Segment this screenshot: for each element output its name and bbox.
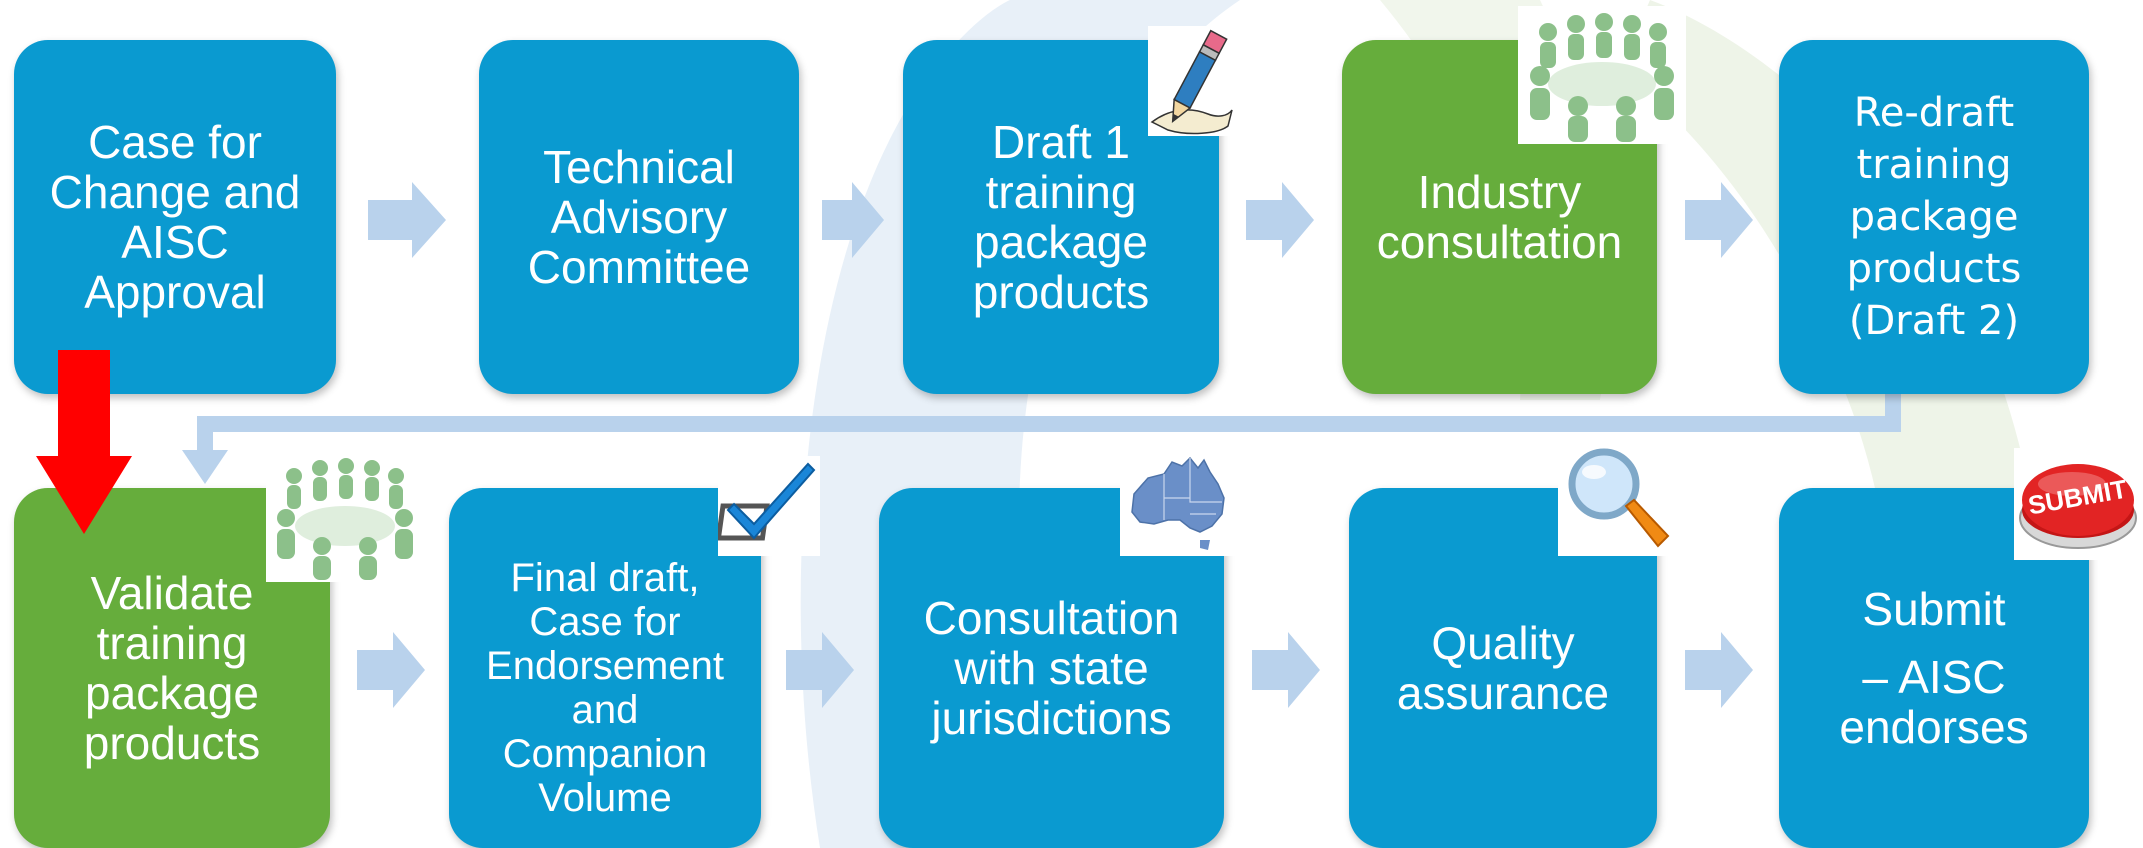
step-label: Re-draft training package products (Draf…	[1846, 90, 2022, 344]
step-label: Industry consultation	[1376, 166, 1623, 268]
australia-map-icon	[1120, 448, 1238, 556]
step-label: Quality assurance	[1396, 617, 1610, 719]
red-down-arrow	[36, 350, 132, 534]
step-label: Technical Advisory Committee	[527, 141, 751, 293]
step-redraft: Re-draft training package products (Draf…	[1779, 40, 2089, 394]
magnifying-glass-icon	[1558, 440, 1674, 556]
flow-arrow	[357, 632, 425, 708]
step-label-submit: Submit	[1862, 583, 2006, 635]
step-label: Draft 1 training package products	[972, 116, 1150, 318]
flow-arrow	[786, 632, 854, 708]
meeting-group-icon	[1518, 6, 1686, 144]
connector-arrowhead	[182, 450, 228, 484]
step-technical-advisory-committee: Technical Advisory Committee	[479, 40, 799, 394]
step-label: Final draft, Case for Endorsement and Co…	[486, 556, 724, 820]
flow-arrow	[1252, 632, 1320, 708]
step-case-for-change: Case for Change and AISC Approval	[14, 40, 336, 394]
flow-arrow	[1685, 182, 1753, 258]
step-label: Case for Change and AISC Approval	[49, 116, 301, 318]
step-label: Validate training package products	[83, 567, 261, 769]
step-label-endorses: – AISC endorses	[1839, 651, 2029, 753]
step-final-draft: Final draft, Case for Endorsement and Co…	[449, 488, 761, 848]
submit-button-icon: SUBMIT	[2014, 448, 2143, 560]
step-label: Consultation with state jurisdictions	[923, 592, 1180, 744]
connector-line	[197, 385, 1901, 458]
meeting-group-icon	[266, 452, 424, 582]
pencil-icon	[1148, 26, 1234, 136]
flow-arrow	[1246, 182, 1314, 258]
flow-arrow	[822, 182, 884, 258]
flow-arrow	[1685, 632, 1753, 708]
checkmark-icon	[718, 456, 820, 556]
flow-arrow	[368, 182, 446, 258]
